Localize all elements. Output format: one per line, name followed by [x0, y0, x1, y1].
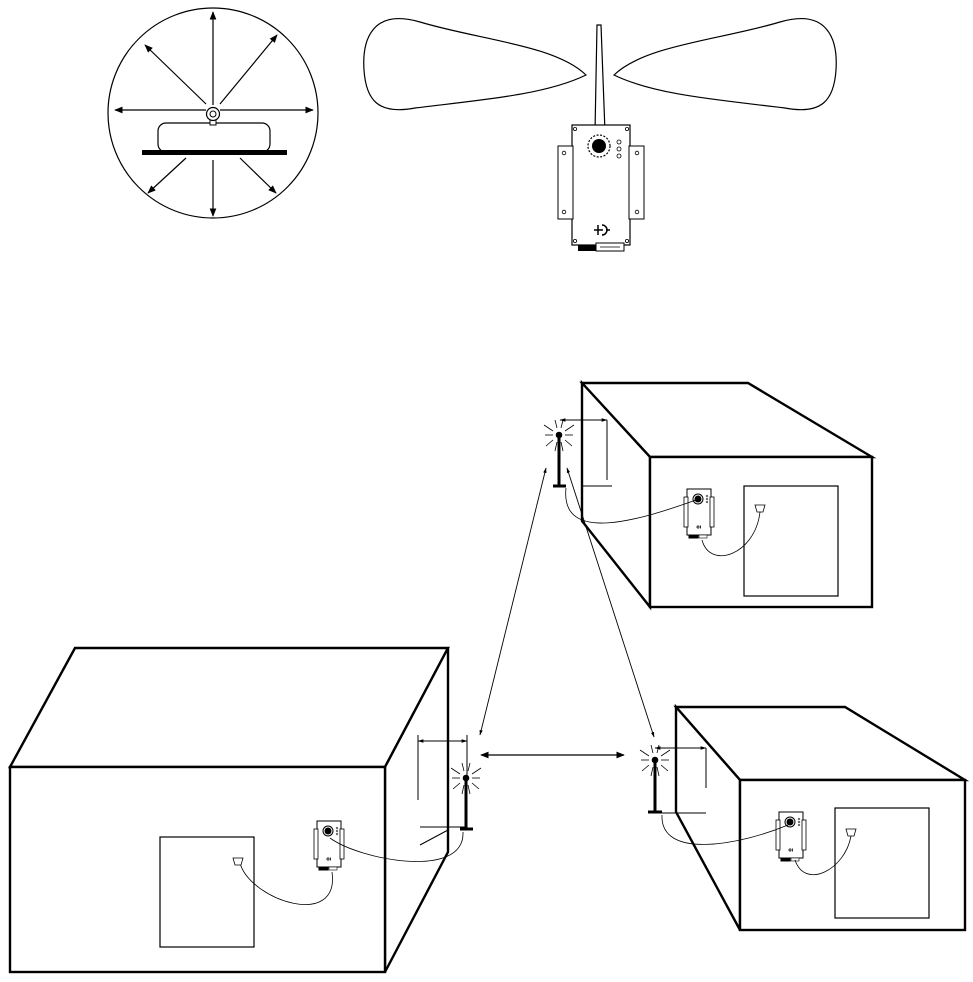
- room-bottom-right: [640, 707, 965, 930]
- antenna-top-icon: [207, 108, 220, 121]
- link-left-to-top-right: [480, 468, 546, 735]
- device-top-view: [142, 108, 287, 156]
- transceiver-unit: [776, 812, 806, 861]
- omni-pattern-top-view: [108, 8, 318, 218]
- sensor-icon: [755, 505, 765, 512]
- antenna-icon: [595, 25, 605, 132]
- transceiver-unit: [314, 821, 344, 870]
- transceiver-unit: [684, 489, 714, 538]
- antenna-mast: [451, 763, 481, 829]
- control-panel: [835, 808, 929, 918]
- control-panel: [744, 486, 838, 596]
- radiation-lobe-left: [364, 19, 586, 110]
- sensor-icon: [233, 858, 243, 865]
- transceiver-device: [558, 25, 644, 251]
- room-top-right: [544, 383, 872, 607]
- control-panel: [160, 837, 254, 947]
- dipole-pattern-side-view: [364, 19, 836, 251]
- room-left: [10, 648, 481, 972]
- radiation-lobe-right: [614, 19, 836, 110]
- sensor-icon: [846, 829, 856, 836]
- antenna-mast: [640, 745, 670, 812]
